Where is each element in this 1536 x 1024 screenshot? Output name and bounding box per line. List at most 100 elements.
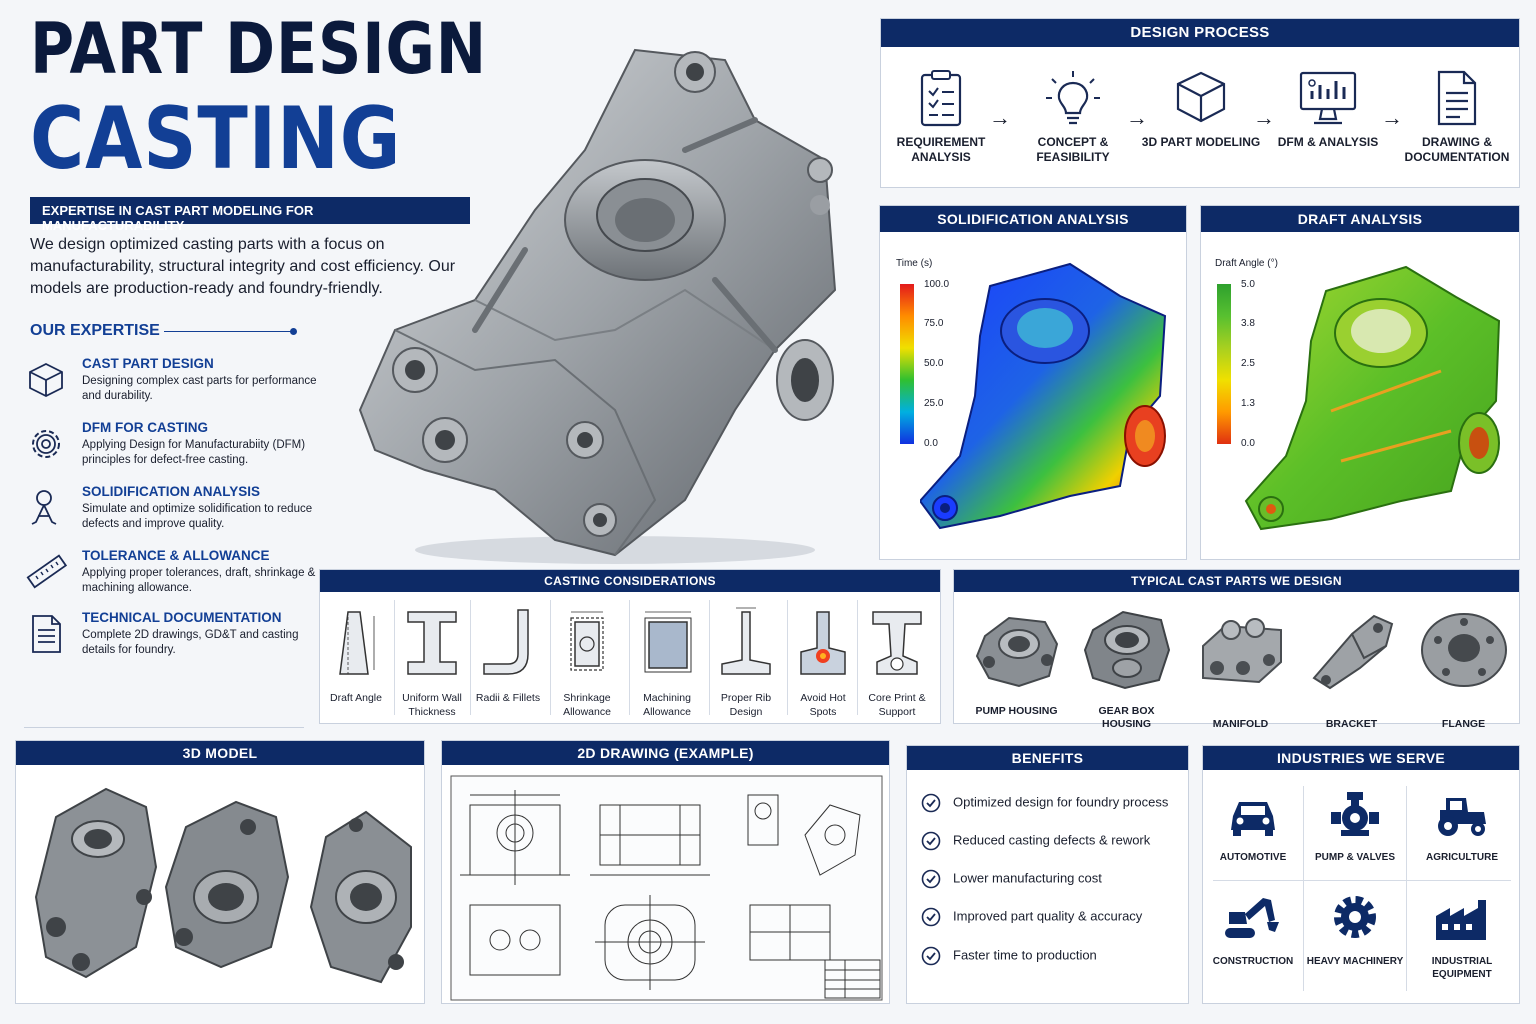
expertise-item-solidification: SOLIDIFICATION ANALYSIS Simulate and opt… bbox=[24, 484, 314, 544]
solidification-legend-title: Time (s) bbox=[896, 258, 933, 269]
typical-part-label: MANIFOLD bbox=[1212, 718, 1269, 730]
consideration-label: Radii & Fillets bbox=[475, 692, 541, 704]
check-circle-icon bbox=[921, 793, 941, 813]
arrow-right-icon: → bbox=[1381, 105, 1403, 130]
typical-parts-title: TYPICAL CAST PARTS WE DESIGN bbox=[954, 570, 1519, 592]
check-circle-icon bbox=[921, 831, 941, 851]
excavator-icon bbox=[1225, 898, 1279, 938]
solidification-title: SOLIDIFICATION ANALYSIS bbox=[880, 206, 1186, 232]
industry-label: AUTOMOTIVE bbox=[1219, 852, 1287, 863]
monitor-chart-icon bbox=[1299, 71, 1357, 125]
cube-icon bbox=[1176, 71, 1226, 123]
industry-pump-valves: PUMP & VALVES bbox=[1303, 790, 1407, 864]
process-step-dfm: DFM & ANALYSIS bbox=[1268, 69, 1388, 150]
typical-part-bracket: BRACKET bbox=[1299, 600, 1404, 731]
consideration-hot-spots: Avoid Hot Spots bbox=[787, 604, 859, 719]
expertise-item-documentation: TECHNICAL DOCUMENTATION Complete 2D draw… bbox=[24, 610, 314, 670]
factory-icon bbox=[1436, 900, 1486, 940]
check-circle-icon bbox=[921, 946, 941, 966]
typical-part-pump-housing: PUMP HOUSING bbox=[964, 600, 1069, 718]
2d-drawing-title: 2D DRAWING (EXAMPLE) bbox=[442, 741, 889, 765]
pump-housing-image bbox=[975, 616, 1058, 688]
consideration-label: Draft Angle bbox=[330, 692, 382, 704]
expertise-title: TOLERANCE & ALLOWANCE bbox=[82, 548, 270, 563]
expertise-title: CAST PART DESIGN bbox=[82, 356, 214, 371]
industries-panel: INDUSTRIES WE SERVE AUTOMOTIVE PUMP & VA… bbox=[1202, 745, 1520, 1004]
separator bbox=[629, 600, 630, 715]
legend-value: 100.0 bbox=[924, 279, 950, 290]
benefit-item: Optimized design for foundry process bbox=[921, 793, 1168, 813]
typical-part-label: BRACKET bbox=[1325, 718, 1378, 730]
typical-part-gearbox: GEAR BOX HOUSING bbox=[1074, 600, 1179, 731]
expertise-divider-dot bbox=[290, 328, 297, 335]
consideration-shrinkage: Shrinkage Allowance bbox=[551, 604, 623, 719]
industry-label: CONSTRUCTION bbox=[1212, 956, 1294, 967]
3d-model-title: 3D MODEL bbox=[16, 741, 424, 765]
solidification-legend-bar bbox=[900, 284, 914, 444]
2d-drawing-panel: 2D DRAWING (EXAMPLE) bbox=[441, 740, 890, 1004]
draft-angle-icon bbox=[339, 611, 375, 675]
expertise-desc: Complete 2D drawings, GD&T and casting d… bbox=[82, 629, 299, 656]
consideration-label: Proper Rib Design bbox=[720, 692, 772, 718]
uniform-wall-icon bbox=[407, 611, 457, 675]
industry-label: AGRICULTURE bbox=[1425, 852, 1499, 863]
legend-value: 0.0 bbox=[1241, 438, 1255, 449]
industry-industrial-equipment: INDUSTRIAL EQUIPMENT bbox=[1410, 894, 1514, 981]
typical-cast-parts-panel: TYPICAL CAST PARTS WE DESIGN PUMP HOUSIN… bbox=[953, 569, 1520, 730]
casting-considerations-panel: CASTING CONSIDERATIONS Draft Angle Unifo… bbox=[319, 569, 941, 724]
arrow-right-icon: → bbox=[989, 105, 1011, 130]
industry-heavy-machinery: HEAVY MACHINERY bbox=[1303, 892, 1407, 968]
consideration-label: Shrinkage Allowance bbox=[563, 692, 611, 718]
consideration-rib-design: Proper Rib Design bbox=[710, 604, 782, 719]
check-circle-icon bbox=[921, 907, 941, 927]
expertise-title: SOLIDIFICATION ANALYSIS bbox=[82, 484, 261, 499]
grid-divider bbox=[1406, 786, 1407, 991]
expertise-desc: Applying Design for Manufacturabiity (DF… bbox=[82, 439, 306, 466]
consideration-label: Uniform Wall Thickness bbox=[402, 692, 462, 718]
machining-allowance-icon bbox=[644, 611, 692, 673]
solidification-analysis-panel: SOLIDIFICATION ANALYSIS Time (s) 100.0 7… bbox=[879, 205, 1187, 560]
benefit-text: Improved part quality & accuracy bbox=[953, 908, 1143, 924]
design-process-panel: DESIGN PROCESS REQUIREMENT ANALYSIS → CO… bbox=[880, 18, 1520, 188]
check-circle-icon bbox=[921, 869, 941, 889]
ruler-icon bbox=[26, 554, 68, 589]
page-title-line2: CASTING bbox=[30, 89, 402, 189]
3d-model-views-image bbox=[34, 787, 412, 984]
casting-considerations-title: CASTING CONSIDERATIONS bbox=[320, 570, 940, 592]
lightbulb-icon bbox=[1046, 71, 1100, 125]
legend-value: 25.0 bbox=[924, 398, 944, 409]
draft-legend-bar bbox=[1217, 284, 1231, 444]
industries-title: INDUSTRIES WE SERVE bbox=[1203, 746, 1519, 770]
expertise-desc: Designing complex cast parts for perform… bbox=[82, 375, 317, 402]
draft-legend-title: Draft Angle (°) bbox=[1215, 258, 1278, 269]
separator bbox=[550, 600, 551, 715]
car-icon bbox=[1231, 802, 1275, 836]
typical-part-manifold: MANIFOLD bbox=[1188, 600, 1293, 731]
benefits-panel: BENEFITS Optimized design for foundry pr… bbox=[906, 745, 1189, 1004]
legend-value: 3.8 bbox=[1241, 318, 1255, 329]
solidification-part-image bbox=[920, 262, 1167, 530]
expertise-desc: Simulate and optimize solidification to … bbox=[82, 503, 313, 530]
consideration-core-print: Core Print & Support bbox=[861, 604, 933, 719]
design-process-title: DESIGN PROCESS bbox=[881, 19, 1519, 47]
consideration-radii-fillets: Radii & Fillets bbox=[472, 604, 544, 705]
consideration-label: Machining Allowance bbox=[643, 692, 691, 718]
rib-design-icon bbox=[721, 607, 771, 675]
radii-fillets-icon bbox=[483, 609, 529, 675]
flask-icon bbox=[31, 490, 57, 525]
process-step-drawing: DRAWING & DOCUMENTATION bbox=[1397, 69, 1517, 165]
technical-drawing-image bbox=[450, 775, 883, 1001]
hero-divider bbox=[24, 727, 304, 728]
consideration-uniform-wall: Uniform Wall Thickness bbox=[396, 604, 468, 719]
gear-box-housing-image bbox=[1083, 610, 1170, 690]
benefit-item: Improved part quality & accuracy bbox=[921, 907, 1142, 927]
legend-value: 50.0 bbox=[924, 358, 944, 369]
process-step-concept: CONCEPT & FEASIBILITY bbox=[1013, 69, 1133, 165]
draft-title: DRAFT ANALYSIS bbox=[1201, 206, 1519, 232]
clipboard-icon bbox=[920, 70, 962, 127]
expertise-desc: Applying proper tolerances, draft, shrin… bbox=[82, 567, 316, 594]
legend-value: 5.0 bbox=[1241, 279, 1255, 290]
process-step-label: 3D PART MODELING bbox=[1141, 135, 1261, 149]
expertise-heading: OUR EXPERTISE bbox=[30, 322, 160, 339]
benefit-text: Optimized design for foundry process bbox=[953, 794, 1169, 810]
